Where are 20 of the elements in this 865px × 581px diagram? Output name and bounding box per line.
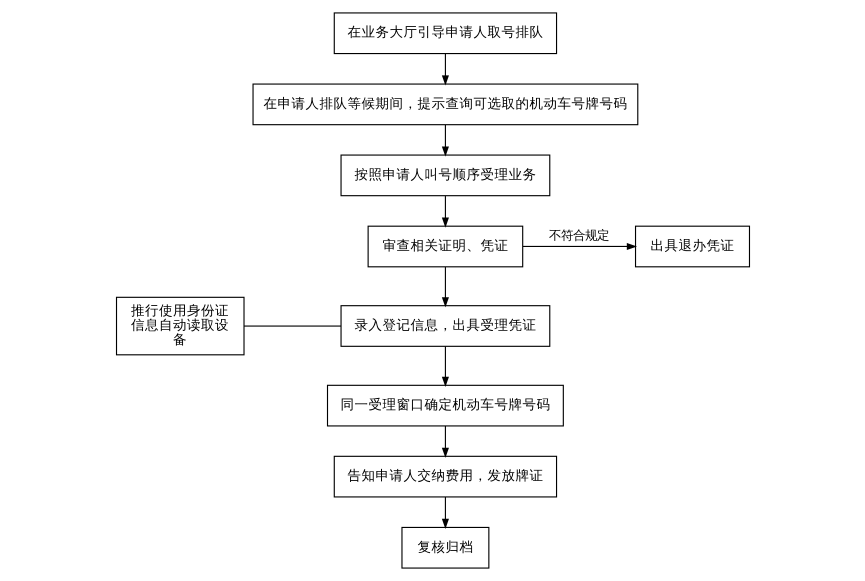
arrow	[441, 125, 448, 157]
connector	[244, 325, 341, 327]
arrow	[441, 497, 448, 529]
edge-label: 不符合规定	[548, 228, 609, 242]
node-box: 在业务大厅引导申请人取号排队	[333, 12, 557, 54]
node-box: 按照申请人叫号顺序受理业务	[340, 154, 550, 196]
node-box: 在申请人排队等候期间，提示查询可选取的机动车号牌号码	[252, 83, 638, 126]
node-box: 复核归档	[400, 526, 489, 569]
node-box: 录入登记信息，出具受理凭证	[340, 305, 550, 347]
arrow	[441, 267, 448, 308]
node-box: 推行使用身份证信息自动读取设备	[115, 296, 244, 356]
node-box: 审查相关证明、凭证	[367, 226, 523, 268]
node-box: 告知申请人交纳费用，发放牌证	[333, 456, 557, 498]
arrow	[441, 196, 448, 228]
node-box: 出具退办凭证	[634, 226, 750, 268]
arrow	[441, 346, 448, 387]
arrow	[522, 242, 636, 250]
node-box: 同一受理窗口确定机动车号牌号码	[326, 384, 564, 426]
arrow	[441, 54, 448, 86]
arrow	[441, 426, 448, 458]
